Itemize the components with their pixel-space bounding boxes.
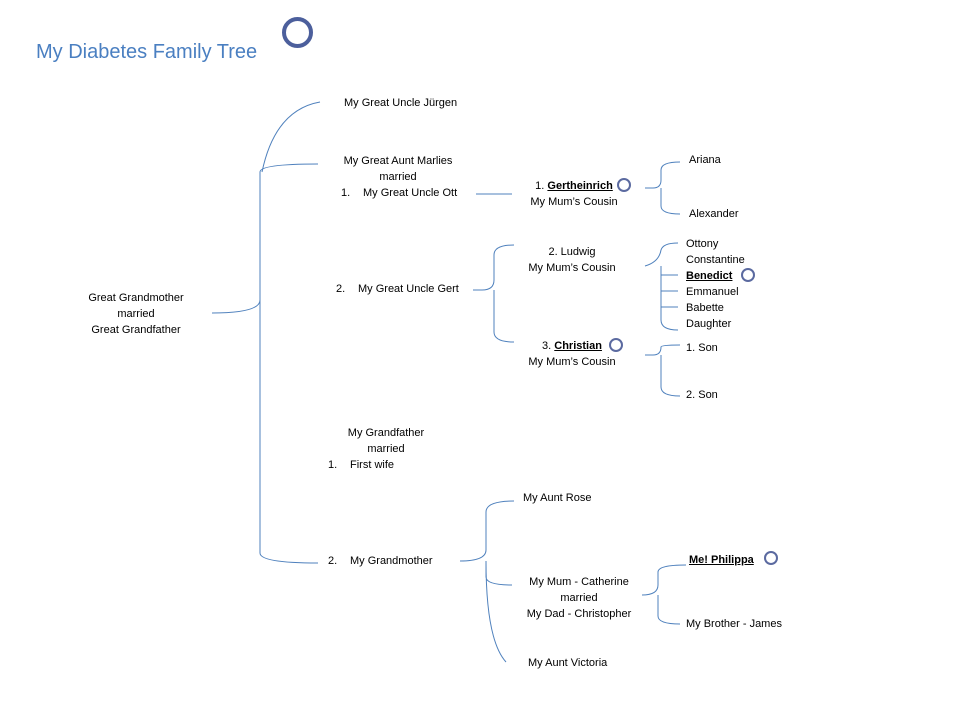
- grandmother-bracket: [459, 500, 515, 663]
- gertheinrich-ring-icon: [617, 178, 631, 192]
- child-son-2: 2. Son: [686, 389, 718, 401]
- child-daughter: Daughter: [686, 318, 732, 330]
- grandmother-name: My Grandmother: [350, 555, 433, 567]
- gertheinrich-name: Gertheinrich: [547, 180, 613, 192]
- marlies-line2: married: [379, 171, 417, 183]
- mum-married-line: married: [560, 592, 598, 604]
- child-constantine: Constantine: [686, 254, 745, 266]
- first-wife-line: 1. First wife: [328, 457, 394, 473]
- page-title: My Diabetes Family Tree: [36, 41, 258, 63]
- child-emmanuel: Emmanuel: [686, 286, 739, 298]
- christian-name: Christian: [554, 340, 602, 352]
- child-ariana: Ariana: [689, 154, 721, 166]
- me-philippa: Me! Philippa: [689, 554, 754, 566]
- gertheinrich-children-bracket: [645, 161, 681, 215]
- grandfather-couple: My Grandfather married: [338, 425, 434, 457]
- marlies-couple: My Great Aunt Marlies married: [336, 153, 460, 185]
- gert-line: 2. My Great Uncle Gert: [336, 281, 459, 297]
- ludwig-relation: My Mum’s Cousin: [528, 262, 616, 274]
- gertheinrich-line1: 1. Gertheinrich: [516, 178, 632, 194]
- grandfather-line1: My Grandfather: [347, 427, 425, 439]
- christian-relation: My Mum’s Cousin: [528, 356, 616, 368]
- me-ring-icon: [764, 551, 778, 565]
- aunt-rose: My Aunt Rose: [523, 492, 592, 504]
- gertheinrich-relation: My Mum’s Cousin: [530, 196, 618, 208]
- brother-james: My Brother - James: [686, 618, 782, 630]
- root-bracket: [211, 163, 319, 564]
- gert-bracket: [473, 244, 515, 343]
- ott-line: 1. My Great Uncle Ott: [341, 185, 457, 201]
- ludwig-name: 2. Ludwig: [548, 246, 596, 258]
- dad-line: My Dad - Christopher: [526, 608, 632, 620]
- gert-number: 2.: [336, 283, 346, 295]
- ludwig-node: 2. Ludwig My Mum’s Cousin: [514, 244, 630, 276]
- gertheinrich-node: 1. Gertheinrich My Mum’s Cousin: [516, 178, 632, 210]
- child-son-1: 1. Son: [686, 342, 718, 354]
- root-line3: Great Grandfather: [91, 324, 181, 336]
- mum-bracket: [641, 564, 687, 625]
- child-alexander: Alexander: [689, 208, 739, 220]
- grandfather-line2: married: [367, 443, 405, 455]
- jurgen-label: My Great Uncle Jürgen: [344, 97, 458, 109]
- christian-number: 3.: [542, 340, 555, 352]
- root-line1: Great Grandmother: [88, 292, 184, 304]
- child-benedict: Benedict: [686, 270, 733, 282]
- root-couple: Great Grandmother married Great Grandfat…: [76, 290, 196, 338]
- christian-ring-icon: [609, 338, 623, 352]
- child-ottony: Ottony: [686, 238, 719, 250]
- gert-name: My Great Uncle Gert: [358, 283, 459, 295]
- first-wife-name: First wife: [350, 459, 394, 471]
- gertheinrich-number: 1.: [535, 180, 548, 192]
- marlies-line1: My Great Aunt Marlies: [343, 155, 453, 167]
- ott-name: My Great Uncle Ott: [363, 187, 458, 199]
- first-wife-number: 1.: [328, 459, 338, 471]
- parents-couple: My Mum - Catherine married My Dad - Chri…: [514, 574, 644, 622]
- christian-node: 3. Christian My Mum’s Cousin: [514, 338, 630, 370]
- benedict-ring-icon: [741, 268, 755, 282]
- jurgen-connector: [261, 101, 321, 173]
- root-line2: married: [117, 308, 155, 320]
- grandmother-number: 2.: [328, 555, 338, 567]
- ludwig-children-bracket: [644, 242, 679, 331]
- mum-line: My Mum - Catherine: [529, 576, 629, 588]
- grandmother-line: 2. My Grandmother: [328, 553, 433, 569]
- christian-line1: 3. Christian: [514, 338, 630, 354]
- aunt-victoria: My Aunt Victoria: [528, 657, 608, 669]
- ott-number: 1.: [341, 187, 351, 199]
- child-babette: Babette: [686, 302, 724, 314]
- title-ring-icon: [282, 17, 313, 48]
- christian-children-bracket: [645, 344, 681, 397]
